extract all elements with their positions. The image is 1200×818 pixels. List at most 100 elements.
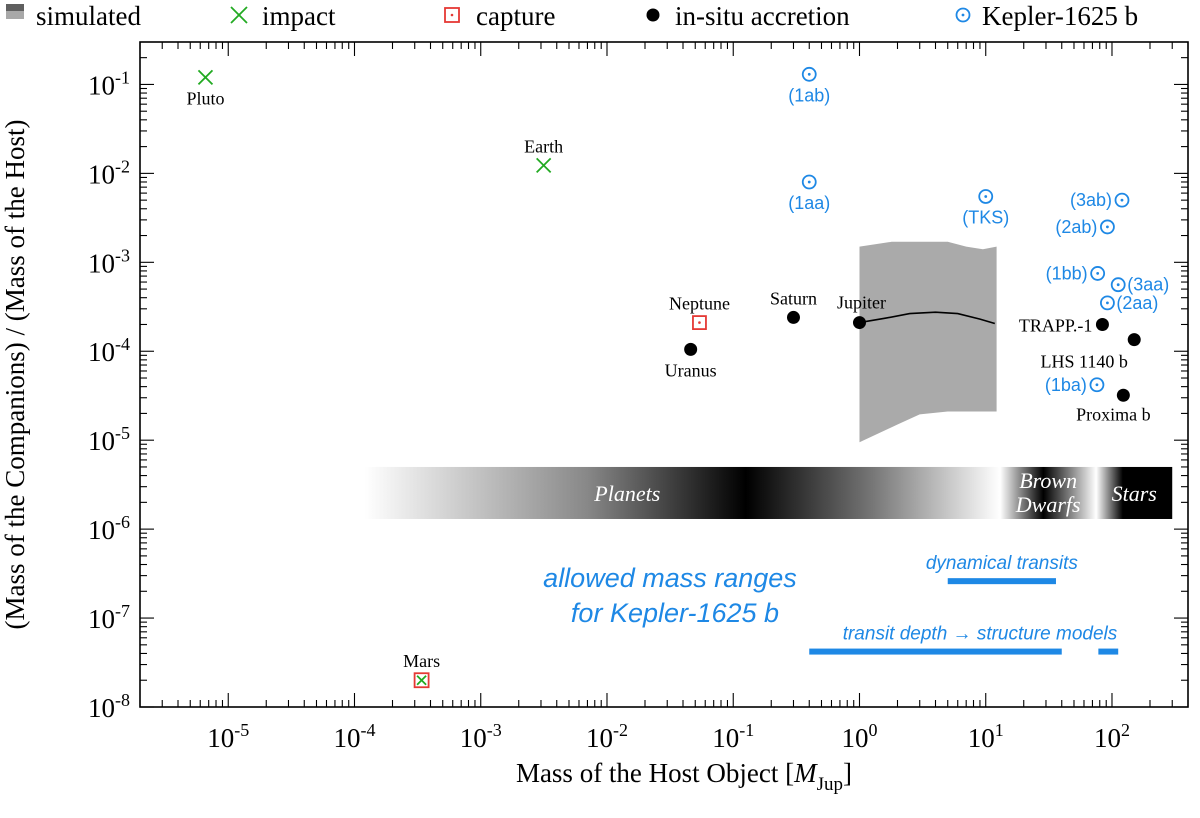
y-tick-label-exponent: -8	[115, 690, 130, 710]
kepler-point-tks-label: (TKS)	[962, 207, 1009, 227]
y-tick-label-exponent: -6	[115, 512, 130, 532]
x-tick-label-base: 10	[586, 723, 613, 753]
point-lhs-1140-b-marker	[1127, 333, 1141, 347]
allowed-range-label-transit-depth-structure-models: transit depth → structure models	[843, 624, 1118, 645]
kepler-point-1ba-marker-ring	[1089, 377, 1105, 393]
kepler-point-1ab-label: (1ab)	[788, 85, 830, 105]
point-trapp-1-marker	[1095, 317, 1109, 331]
point-neptune-label: Neptune	[669, 294, 730, 314]
x-tick-label-base: 10	[460, 723, 487, 753]
allowed-mass-title-line2: for Kepler-1625 b	[571, 598, 779, 628]
kepler-point-3ab-marker-ring	[1114, 192, 1130, 208]
kepler-point-2ab: (2ab)	[1055, 217, 1115, 237]
kepler-point-2ab-label: (2ab)	[1055, 217, 1097, 237]
point-jupiter-marker	[852, 316, 866, 330]
x-tick-label-base: 10	[207, 723, 234, 753]
kepler-point-1ba-label: (1ba)	[1045, 375, 1087, 395]
simulated-median-line	[859, 311, 996, 325]
y-tick-label-exponent: -1	[115, 67, 130, 87]
x-axis-title-subscript: Jup	[817, 774, 843, 795]
y-tick-label-base: 10	[88, 337, 115, 367]
point-mars-cross-stroke-b	[416, 675, 427, 686]
x-axis-title-main: Mass of the Host Object [	[516, 758, 794, 788]
y-tick-label: 10-2	[88, 156, 130, 189]
kepler-point-tks-marker-ring	[978, 189, 994, 204]
x-tick-label-base: 10	[333, 723, 360, 753]
y-tick-label-exponent: -3	[115, 245, 130, 265]
kepler-point-2aa-marker-ring	[1100, 295, 1115, 311]
legend-insitu-label: in-situ accretion	[675, 1, 850, 31]
point-uranus-label: Uranus	[665, 360, 717, 380]
y-tick-label-exponent: -5	[115, 423, 130, 443]
kepler-point-1ab: (1ab)	[788, 66, 830, 105]
legend-kepler-marker-ring	[955, 7, 971, 23]
y-tick-label-base: 10	[88, 515, 115, 545]
y-tick-label: 10-4	[88, 334, 130, 367]
kepler-point-3ab-marker-dot	[1120, 198, 1124, 202]
point-saturn-label: Saturn	[770, 288, 817, 308]
x-tick-label-exponent: -1	[739, 720, 754, 740]
y-tick-label-base: 10	[88, 604, 115, 634]
x-tick-label-exponent: 1	[995, 720, 1004, 740]
y-tick-label-base: 10	[88, 159, 115, 189]
x-tick-label: 100	[841, 720, 877, 753]
allowed-range-bar-0-0	[947, 578, 1056, 585]
point-earth-label: Earth	[524, 136, 563, 156]
x-tick-label-exponent: 0	[868, 720, 877, 740]
y-tick-label: 10-7	[88, 601, 130, 634]
allowed-mass-title-line1: allowed mass ranges	[543, 563, 797, 593]
point-trapp-1: TRAPP.-1	[1019, 315, 1109, 335]
legend-kepler-marker-dot	[961, 13, 965, 17]
x-tick-label-exponent: 2	[1121, 720, 1130, 740]
kepler-point-2ab-marker-ring	[1100, 219, 1115, 235]
point-trapp-1-label: TRAPP.-1	[1019, 315, 1093, 335]
mass-class-bar-1	[1000, 466, 1097, 519]
simulated-region	[859, 241, 997, 443]
y-tick-label-exponent: -7	[115, 601, 130, 621]
point-jupiter-label: Jupiter	[837, 293, 886, 313]
allowed-range-bar-1-1	[1098, 648, 1119, 655]
kepler-point-tks: (TKS)	[962, 189, 1009, 227]
legend-insitu-marker	[646, 8, 660, 22]
x-axis-title-close: ]	[843, 758, 852, 788]
kepler-point-1bb-marker-ring	[1090, 266, 1106, 281]
kepler-point-tks-marker-dot	[984, 195, 988, 198]
point-neptune-marker-dot	[698, 321, 701, 324]
allowed-range-label-dynamical-transits: dynamical transits	[926, 553, 1079, 574]
kepler-point-1ab-marker-dot	[807, 72, 811, 76]
point-jupiter: Jupiter	[837, 293, 886, 330]
kepler-point-1aa: (1aa)	[788, 174, 830, 213]
point-saturn-marker	[786, 310, 800, 324]
x-tick-label: 10-3	[460, 720, 502, 753]
kepler-point-1aa-marker-dot	[807, 180, 811, 184]
kepler-point-3aa: (3aa)	[1110, 275, 1169, 295]
x-tick-label-base: 10	[712, 723, 739, 753]
point-mars-square	[413, 672, 430, 689]
x-tick-label-exponent: -5	[234, 720, 249, 740]
point-lhs-1140-b-label: LHS 1140 b	[1041, 352, 1128, 372]
point-pluto: Pluto	[186, 69, 224, 108]
point-saturn: Saturn	[770, 288, 817, 324]
x-tick-label: 101	[968, 720, 1004, 753]
allowed-range-bar-1-0	[809, 648, 1062, 655]
kepler-point-1ba-marker-dot	[1095, 383, 1099, 387]
kepler-point-1bb-marker-dot	[1096, 272, 1100, 275]
point-pluto-label: Pluto	[186, 88, 224, 108]
y-tick-label-base: 10	[88, 248, 115, 278]
kepler-point-3ab-label: (3ab)	[1070, 190, 1112, 210]
x-tick-label-base: 10	[968, 723, 995, 753]
y-tick-label-exponent: -4	[115, 334, 130, 354]
x-axis-title: Mass of the Host Object [MJup]	[516, 758, 852, 795]
point-uranus: Uranus	[665, 342, 717, 380]
kepler-point-1aa-label: (1aa)	[788, 193, 830, 213]
legend-capture-marker-square	[444, 7, 460, 23]
legend-kepler-label: Kepler-1625 b	[982, 1, 1138, 31]
allowed-mass-ranges: allowed mass ranges for Kepler-1625 b dyna…	[543, 553, 1119, 655]
x-tick-label-base: 10	[1094, 723, 1121, 753]
point-earth: Earth	[524, 136, 563, 174]
kepler-point-3aa-marker-dot	[1116, 283, 1120, 287]
